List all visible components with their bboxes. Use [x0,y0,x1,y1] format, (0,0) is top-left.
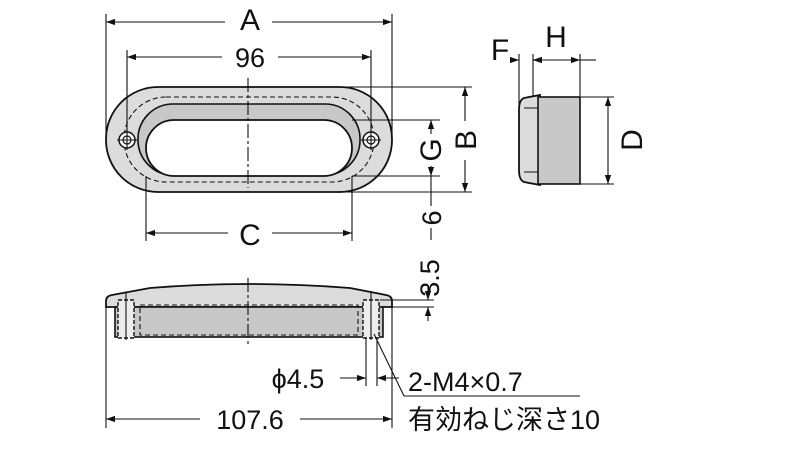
label-g: G [415,138,448,161]
label-107-6: 107.6 [216,405,284,435]
label-f: F [491,34,509,67]
label-h: H [545,21,567,54]
label-6: 6 [417,210,447,225]
thread-depth-note: 有効ねじ深さ10 [408,405,600,435]
thread-leader [373,333,405,397]
label-96: 96 [235,43,265,73]
cap-body [114,306,384,338]
cap-top [105,283,393,308]
side-flange [518,93,541,187]
finger-recess [145,119,353,177]
label-d: D [616,129,649,151]
side-body [537,96,581,185]
thread-note: 2-M4×0.7 [408,367,523,397]
side-view [510,54,614,187]
front-view [105,14,472,241]
bottom-view [105,278,580,428]
label-phi-4-5: ϕ4.5 [272,364,325,394]
label-c: C [239,219,261,252]
label-3-5: 3.5 [415,259,445,297]
label-a: A [240,4,260,37]
inner-cavity [139,304,359,336]
label-b: B [450,130,483,150]
